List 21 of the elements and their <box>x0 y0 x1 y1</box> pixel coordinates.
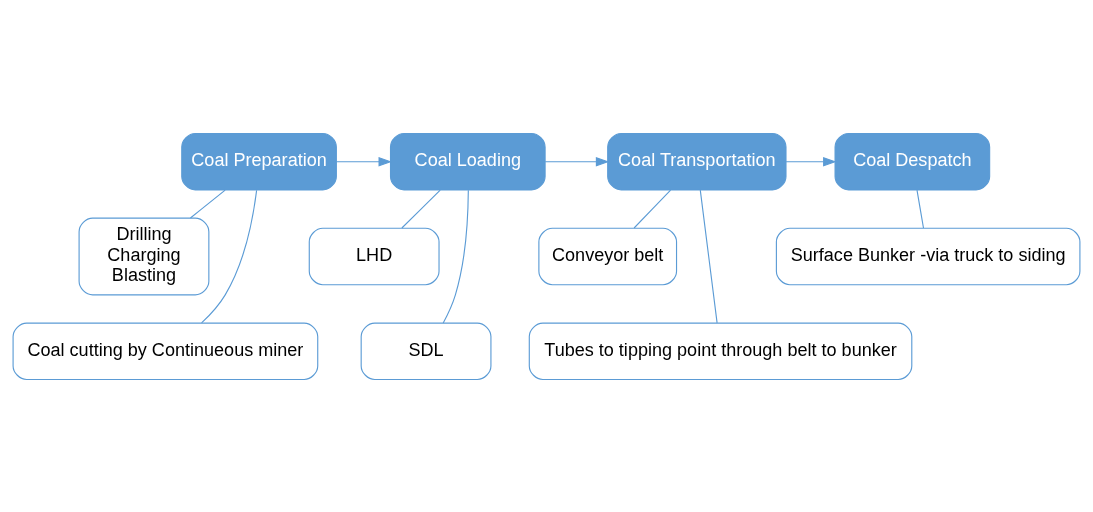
node-box: Surface Bunker -via truck to siding <box>775 227 1081 285</box>
node-box: Coal Transportation <box>607 132 787 190</box>
connector <box>442 189 469 323</box>
connector <box>633 189 672 229</box>
connector <box>201 189 258 323</box>
node-box: Coal Loading <box>389 132 546 190</box>
node-box: Coal cutting by Continueous miner <box>12 322 319 380</box>
node-box: SDL <box>360 322 492 380</box>
node-box: Drilling Charging Blasting <box>78 217 210 295</box>
connector <box>189 189 226 219</box>
connector <box>401 189 441 229</box>
node-box: LHD <box>308 227 440 285</box>
node-box: Coal Preparation <box>181 132 337 190</box>
arrow <box>785 156 837 166</box>
node-box: Coal Despatch <box>834 132 991 190</box>
connector <box>699 189 718 323</box>
arrow <box>544 156 610 166</box>
node-box: Tubes to tipping point through belt to bunker <box>528 322 913 380</box>
node-box: Conveyor belt <box>538 227 678 285</box>
connector <box>916 189 925 229</box>
arrow <box>335 156 393 166</box>
